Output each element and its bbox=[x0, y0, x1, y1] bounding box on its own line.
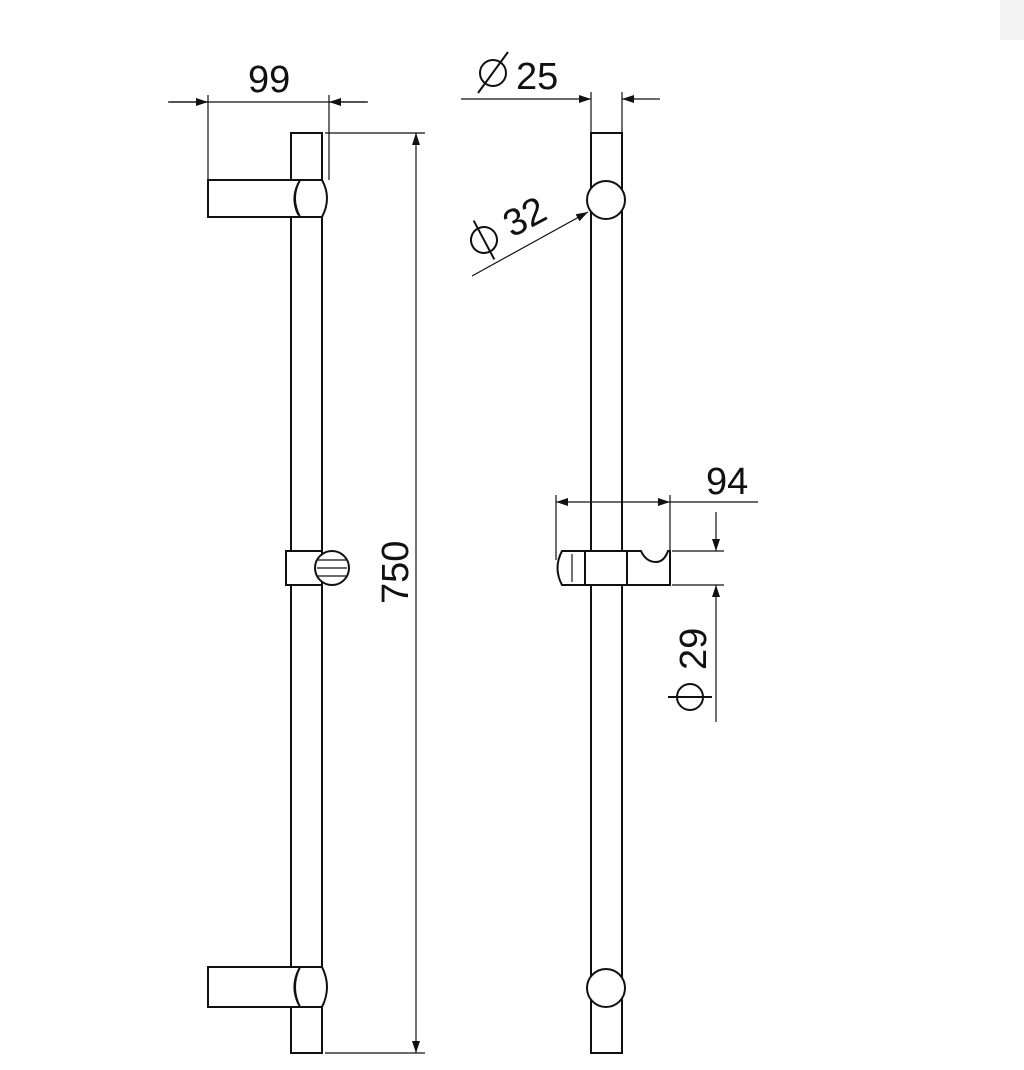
dimension-diameter-25: 25 bbox=[461, 51, 660, 133]
side-view-rail bbox=[290, 132, 323, 1054]
dimension-diameter-29: 29 bbox=[668, 512, 724, 722]
dimension-25-label: 25 bbox=[516, 56, 558, 98]
dimension-94: 94 bbox=[555, 461, 758, 560]
dimension-29-label: 29 bbox=[673, 628, 715, 670]
top-wall-mount-disc bbox=[586, 180, 626, 220]
dimension-94-label: 94 bbox=[706, 461, 748, 503]
dimension-750: 750 bbox=[325, 132, 425, 1054]
front-view: 25 32 94 29 bbox=[461, 51, 758, 1054]
bottom-wall-bracket bbox=[207, 966, 328, 1008]
dimension-diameter-32: 32 bbox=[470, 189, 589, 277]
dimension-99: 99 bbox=[168, 59, 368, 182]
diameter-symbol-icon bbox=[470, 220, 498, 260]
top-wall-bracket bbox=[207, 179, 328, 218]
dimension-32-label: 32 bbox=[497, 189, 554, 246]
front-view-holder bbox=[556, 550, 671, 586]
side-view-slider bbox=[285, 550, 350, 586]
dimension-99-label: 99 bbox=[248, 59, 290, 101]
front-view-rail bbox=[590, 132, 623, 1054]
dimension-750-label: 750 bbox=[375, 541, 417, 604]
side-view: 99 750 bbox=[168, 59, 425, 1054]
diameter-symbol-icon bbox=[668, 683, 712, 711]
bottom-wall-mount-disc bbox=[586, 968, 626, 1008]
corner-marker bbox=[1000, 0, 1024, 40]
diameter-symbol-icon bbox=[477, 51, 509, 94]
